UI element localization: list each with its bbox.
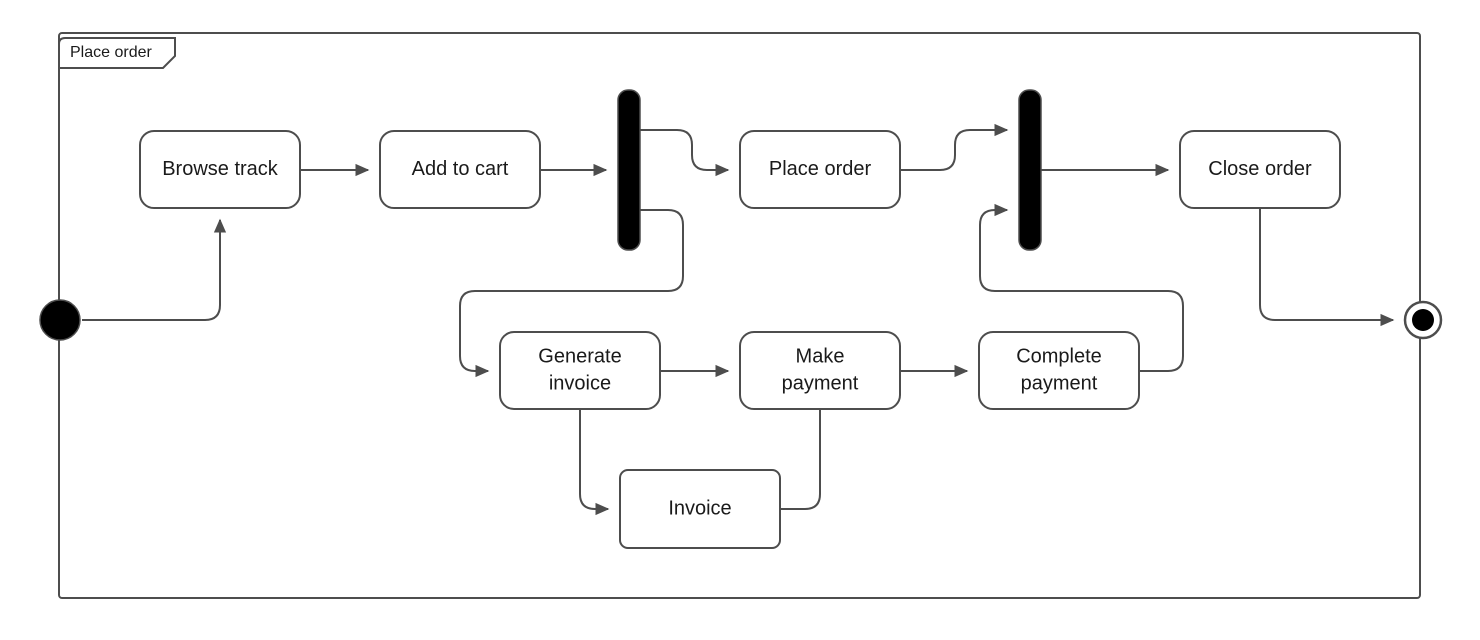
node-label-make-payment: payment — [782, 372, 859, 394]
edge-generate-invoice-to-invoice — [579, 409, 610, 516]
node-generate-invoice[interactable]: Generate invoice — [499, 331, 661, 410]
node-label-make-payment: Make — [796, 345, 845, 367]
node-close-order[interactable]: Close order — [1179, 130, 1341, 209]
node-label-invoice: Invoice — [668, 497, 731, 519]
action-box — [379, 130, 541, 209]
frame-label-text: Place order — [70, 44, 152, 61]
fork-bar — [617, 89, 641, 251]
edge-fork-to-place-order — [640, 129, 730, 177]
action-box — [139, 130, 301, 209]
node-final[interactable] — [1403, 300, 1443, 340]
final-node-core — [1412, 309, 1434, 331]
node-label-place-order: Place order — [769, 158, 872, 180]
action-box — [978, 331, 1140, 410]
node-add-to-cart[interactable]: Add to cart — [379, 130, 541, 209]
initial-node-circle — [39, 299, 81, 341]
edge-layer — [82, 123, 1395, 516]
node-label-close-order: Close order — [1208, 158, 1312, 180]
node-label-complete-payment: Complete — [1016, 345, 1102, 367]
node-invoice[interactable]: Invoice — [619, 469, 781, 549]
edge-initial-to-browse-track — [82, 218, 227, 321]
node-label-browse-track: Browse track — [162, 158, 279, 180]
node-label-add-to-cart: Add to cart — [412, 158, 509, 180]
node-complete-payment[interactable]: Complete payment — [978, 331, 1140, 410]
node-label-generate-invoice: Generate — [538, 345, 621, 367]
node-label-generate-invoice: invoice — [549, 372, 611, 394]
node-browse-track[interactable]: Browse track — [139, 130, 301, 209]
frame-label-tab — [58, 37, 176, 69]
edge-complete-payment-to-join — [979, 203, 1184, 372]
action-box — [499, 331, 661, 410]
join-bar — [1018, 89, 1042, 251]
object-node-box — [619, 469, 781, 549]
node-make-payment[interactable]: Make payment — [739, 331, 901, 410]
action-box — [1179, 130, 1341, 209]
edge-invoice-to-make-payment — [780, 381, 827, 510]
node-join-bar[interactable] — [1018, 89, 1042, 251]
edge-close-order-to-final — [1259, 208, 1395, 327]
node-initial[interactable] — [39, 299, 81, 341]
node-place-order[interactable]: Place order — [739, 130, 901, 209]
node-fork-bar[interactable] — [617, 89, 641, 251]
edge-fork-to-generate-invoice — [459, 209, 684, 378]
node-label-complete-payment: payment — [1021, 372, 1098, 394]
action-box — [739, 130, 901, 209]
node-layer: Browse track Add to cart Place order Close … — [39, 89, 1443, 549]
edge-place-order-to-join — [900, 123, 1009, 171]
action-box — [739, 331, 901, 410]
